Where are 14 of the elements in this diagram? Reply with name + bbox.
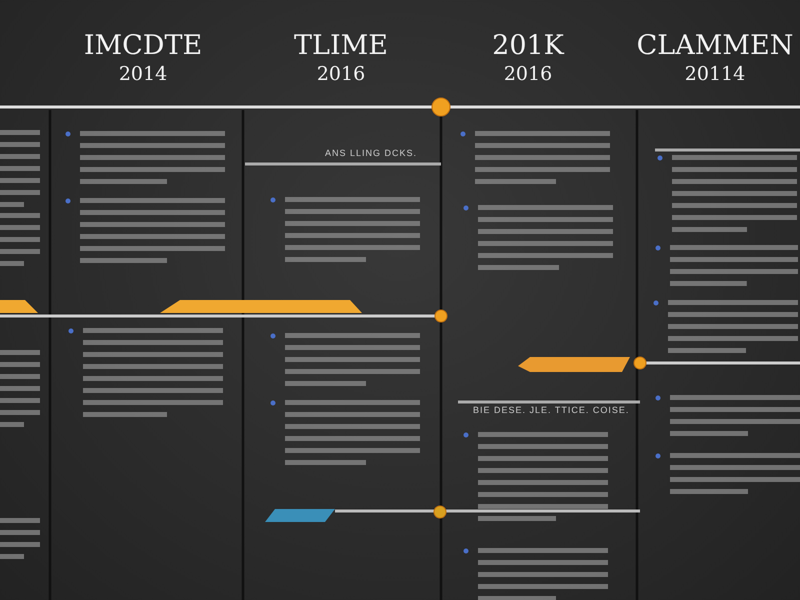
year-label: 2016 <box>316 63 366 85</box>
section-heading: BIE DESE. JLE. TTICE. COISE. <box>473 405 630 415</box>
timeline-bar <box>265 509 335 522</box>
year-label: 2014 <box>118 63 168 85</box>
timeline-bar <box>160 300 362 313</box>
heading: 201K <box>492 30 564 61</box>
section-heading: ANS LLING DCKS. <box>325 148 418 158</box>
year-label: 2016 <box>504 63 552 85</box>
heading: CLAMMEN <box>636 30 794 61</box>
heading: TLIME <box>294 30 388 61</box>
year-label: 20114 <box>684 63 746 85</box>
timeline-bar <box>518 357 630 372</box>
heading: IMCDTE <box>84 30 202 61</box>
timeline-bar <box>0 300 38 313</box>
